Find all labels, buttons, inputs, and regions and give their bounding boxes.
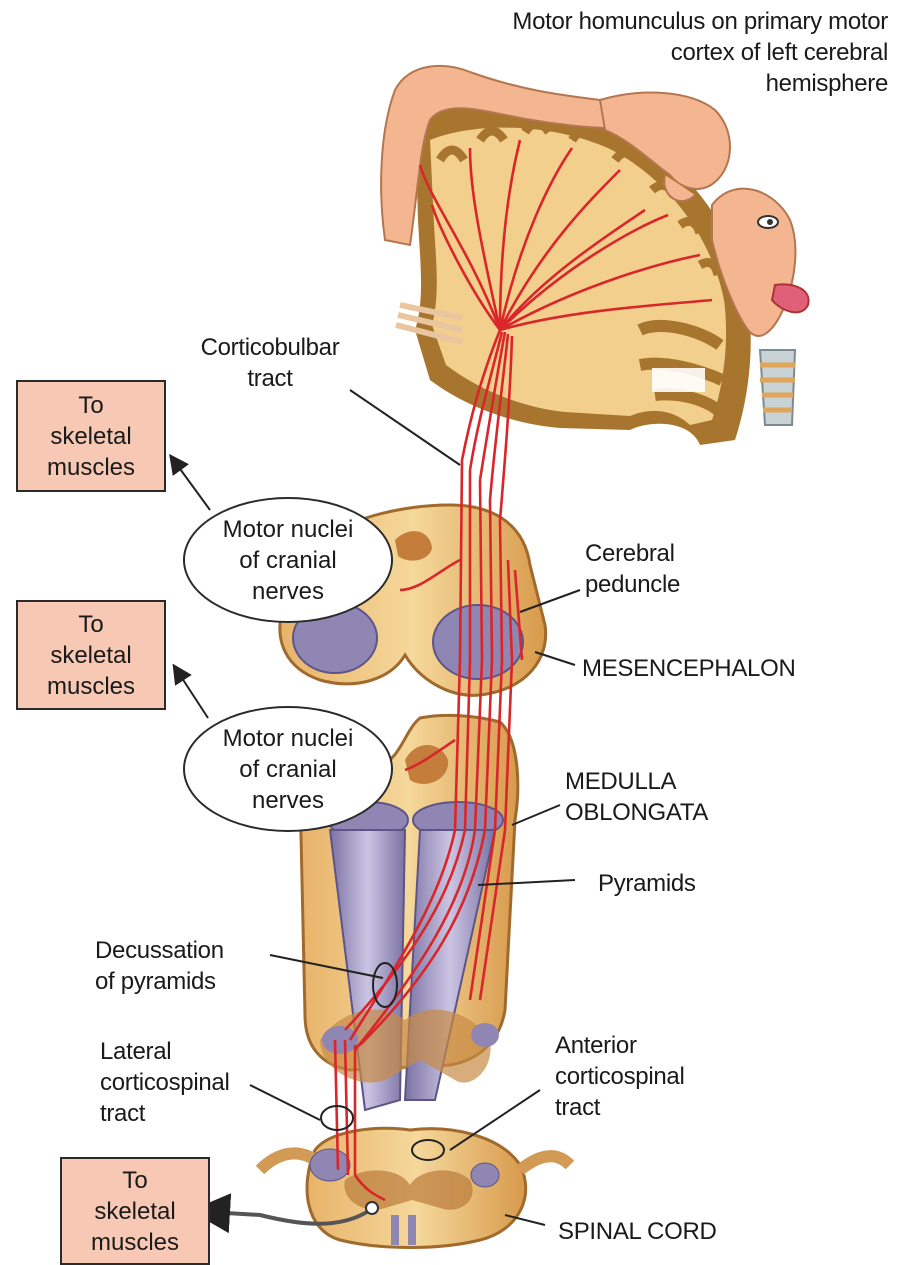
pharynx [760,350,795,425]
motor-nuclei-oval-upper: Motor nuclei of cranial nerves [183,497,393,623]
medulla-oblongata-label: MEDULLA OBLONGATA [565,766,708,828]
spinal-cord-slice [210,1128,570,1247]
cerebral-peduncle-label: Cerebral peduncle [585,538,680,600]
anterior-corticospinal-label: Anterior corticospinal tract [555,1030,685,1123]
mesencephalon-label: MESENCEPHALON [582,653,795,684]
decussation-label: Decussation of pyramids [95,935,224,997]
skeletal-muscles-box-top: To skeletal muscles [16,380,166,492]
motor-nuclei-oval-lower: Motor nuclei of cranial nerves [183,706,393,832]
insula-notch [652,368,705,392]
spinal-cord-label: SPINAL CORD [558,1216,717,1247]
corticobulbar-tract-label: Corticobulbar tract [180,332,360,394]
title-label: Motor homunculus on primary motor cortex… [410,6,888,99]
lateral-corticospinal-label: Lateral corticospinal tract [100,1036,230,1129]
skeletal-muscles-box-bottom: To skeletal muscles [60,1157,210,1265]
pyramids-label: Pyramids [598,868,696,899]
skeletal-muscles-box-middle: To skeletal muscles [16,600,166,710]
